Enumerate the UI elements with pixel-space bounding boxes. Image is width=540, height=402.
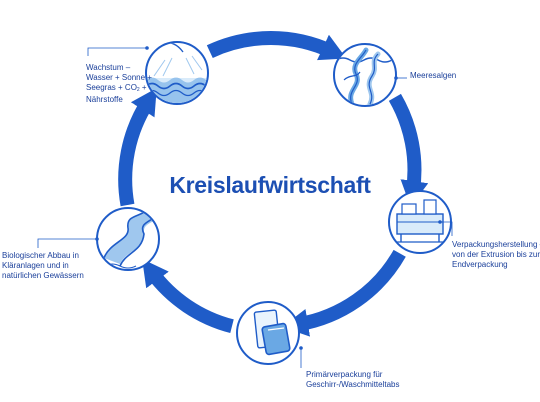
label-pointers <box>37 47 453 368</box>
pointer-bio <box>37 238 97 248</box>
label-growth-line-2: Wasser + Sonne + <box>86 73 152 82</box>
river-icon <box>96 207 160 271</box>
arc-primary-to-bio <box>142 259 234 333</box>
pointer-dots <box>95 46 442 350</box>
label-growth-line-3: Seegras + CO2 + <box>86 83 152 95</box>
seaweed-icon <box>333 43 397 107</box>
label-growth-co2-subscript: 2 <box>136 87 140 93</box>
label-seaweed-line-1: Meeresalgen <box>410 71 457 80</box>
label-growth-co2: Seegras + CO <box>86 83 137 92</box>
diagram-title: Kreislaufwirtschaft <box>169 172 371 198</box>
label-growth-plus: + <box>139 83 147 92</box>
label-packaging-line-1: Verpackungsherstellung – <box>452 240 540 249</box>
film-pouch-icon <box>236 301 300 365</box>
label-bio-line-3: natürlichen Gewässern <box>2 271 84 280</box>
pointer-packaging <box>440 221 453 236</box>
arc-bio-to-growth <box>118 87 157 207</box>
label-primary-packaging: Primärverpackung für Geschirr-/Waschmitt… <box>306 370 400 390</box>
label-growth-line-1: Wachstum – <box>86 63 131 72</box>
pointer-growth <box>87 47 147 56</box>
label-bio-line-1: Biologischer Abbau in <box>2 251 79 260</box>
extrusion-machine-icon <box>388 190 452 254</box>
label-packaging-line-3: Endverpackung <box>452 260 508 269</box>
label-seaweed: Meeresalgen <box>410 71 456 81</box>
sun-over-water-icon <box>145 41 209 105</box>
label-packaging-line-2: von der Extrusion bis zur <box>452 250 540 259</box>
label-growth-line-4: Nährstoffe <box>86 95 123 104</box>
label-primary-line-1: Primärverpackung für <box>306 370 383 379</box>
cycle-arrows <box>118 31 429 337</box>
label-biodegradation: Biologischer Abbau in Kläranlagen und in… <box>2 251 84 281</box>
label-primary-line-2: Geschirr-/Waschmitteltabs <box>306 380 400 389</box>
arc-growth-to-seaweed <box>206 31 347 61</box>
label-growth: Wachstum – Wasser + Sonne + Seegras + CO… <box>86 63 152 105</box>
label-packaging-production: Verpackungsherstellung – von der Extrusi… <box>452 240 540 270</box>
arc-seaweed-to-packaging <box>388 93 429 207</box>
arc-packaging-to-primary <box>282 249 406 337</box>
label-bio-line-2: Kläranlagen und in <box>2 261 69 270</box>
